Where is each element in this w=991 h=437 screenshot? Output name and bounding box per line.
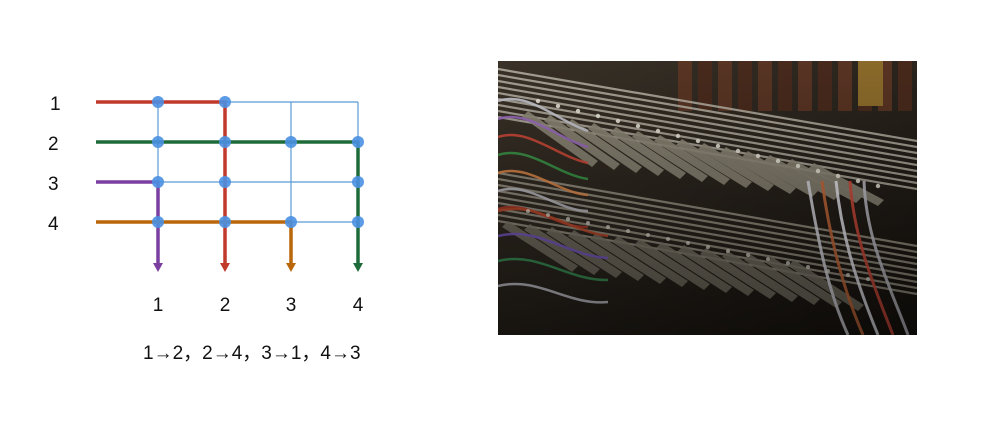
route-arrow-3-icon [286,263,296,272]
input-label-1: 1 [50,94,61,115]
output-label-2: 2 [220,295,231,316]
crosspoint-node [352,216,364,228]
input-label-3: 3 [48,174,59,195]
route-4-to-3 [96,220,293,264]
output-label-4: 4 [353,295,364,316]
route-2-to-4 [96,140,360,264]
crossbar-switch-wiring-photo [498,61,917,335]
crosspoint-node [352,136,364,148]
route-arrow-2-icon [220,263,230,272]
input-label-2: 2 [48,134,59,155]
crossbar-routes [96,100,363,272]
crosspoint-node [219,136,231,148]
output-label-1: 1 [153,295,164,316]
route-arrow-1-icon [153,263,163,272]
crosspoint-node [219,216,231,228]
route-arrow-4-icon [353,263,363,272]
input-label-4: 4 [48,214,59,235]
crosspoint-node [152,176,164,188]
crosspoint-node [152,96,164,108]
crossbar-grid [157,101,359,223]
crosspoint-node [285,136,297,148]
crosspoint-node [285,216,297,228]
crosspoint-node [352,176,364,188]
output-label-3: 3 [286,295,297,316]
crosspoint-node [219,176,231,188]
mapping-caption: 1→2，2→4，3→1，4→3 [143,343,361,364]
crosspoint-node [219,96,231,108]
crosspoint-nodes [152,96,364,228]
crosspoint-node [152,136,164,148]
crosspoint-node [152,216,164,228]
crossbar-diagram: 1 2 3 4 1 2 3 4 1→2，2→4，3→1，4→3 [48,94,364,364]
